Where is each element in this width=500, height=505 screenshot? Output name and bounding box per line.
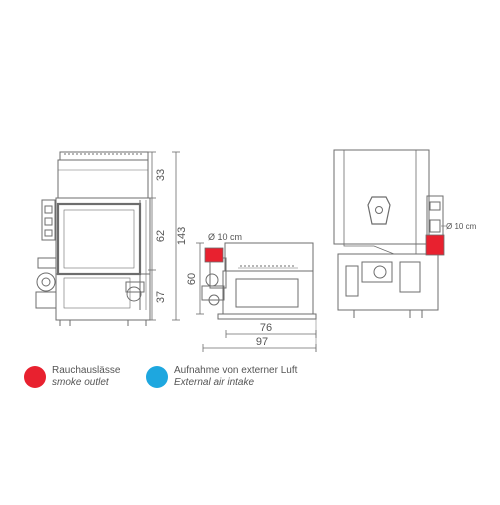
dim-37-label: 37 [155,291,167,303]
back-view [333,149,444,318]
front-fan [36,272,56,292]
front-dimensions [148,151,180,321]
front-top-vent [59,151,149,161]
air-intake-label-de: Aufnahme von externer Luft [174,365,298,376]
dim-62-label: 62 [155,230,167,242]
dim-33-label: 33 [155,169,167,181]
smoke-outlet-label-en: smoke outlet [52,377,109,388]
diameter-label-back: Ø 10 cm [446,222,477,231]
air-intake-label-en: External air intake [174,377,255,388]
diameter-label-side: Ø 10 cm [208,232,242,242]
back-hopper [333,149,430,245]
front-glass-door [56,202,142,276]
side-top-body [224,242,314,272]
dim-60-label: 60 [186,273,198,285]
side-panel [235,278,299,308]
side-view [196,242,317,352]
front-hood [57,159,149,199]
front-control-box [41,199,56,241]
smoke-outlet-color-dot [24,366,46,388]
legend-smoke-outlet: Rauchauslässe smoke outlet [24,365,120,389]
front-body [55,197,151,321]
dim-76-label: 76 [260,322,272,334]
smoke-outlet-side [204,247,224,263]
dim-143-label: 143 [176,227,188,245]
dim-97-label: 97 [256,336,268,348]
legend-air-intake: Aufnahme von externer Luft External air … [146,365,297,389]
front-view [35,151,151,326]
hopper-window [367,196,391,225]
air-intake-color-dot [146,366,168,388]
smoke-outlet-back [425,234,445,256]
smoke-outlet-label-de: Rauchauslässe [52,365,121,376]
